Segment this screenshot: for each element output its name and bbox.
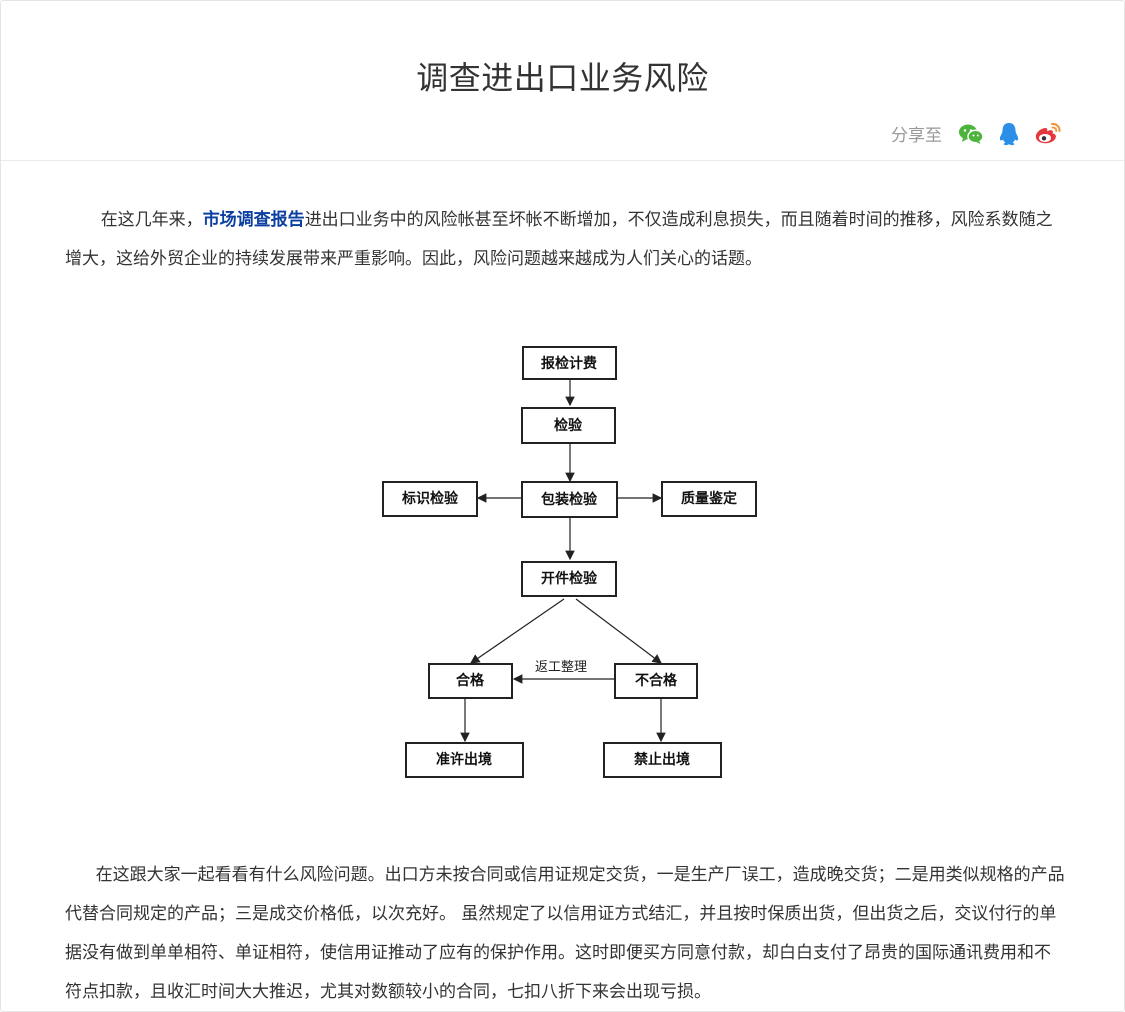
paragraph-risks: 在这跟大家一起看看有什么风险问题。出口方未按合同或信用证规定交货，一是生产厂误工…	[65, 865, 1065, 1002]
label-baojian: 报检计费	[541, 355, 597, 372]
node-hege	[428, 663, 513, 699]
node-kaijian	[521, 561, 617, 597]
label-jianyan: 检验	[554, 417, 583, 434]
label-kaijian: 开件检验	[541, 570, 598, 587]
label-zhiliang: 质量鉴定	[681, 490, 737, 507]
paragraph-intro: 在这几年来，市场调查报告进出口业务中的风险帐甚至坏帐不断增加，不仅造成利息损失，…	[65, 201, 1065, 279]
label-buhege: 不合格	[635, 672, 678, 689]
label-hege: 合格	[456, 672, 485, 689]
share-label: 分享至	[891, 126, 942, 146]
share-bar: 分享至	[891, 121, 1062, 146]
node-jinzhi	[603, 742, 722, 778]
label-zhunxu: 准许出境	[436, 751, 492, 768]
node-buhege	[614, 663, 698, 699]
label-jinzhi: 禁止出境	[634, 751, 690, 768]
node-baojian	[522, 346, 617, 380]
weibo-icon[interactable]	[1034, 122, 1062, 146]
label-rework: 返工整理	[535, 660, 587, 675]
article-title: 调查进出口业务风险	[416, 59, 709, 97]
node-zhunxu	[405, 742, 524, 778]
label-baozhuang: 包装检验	[541, 491, 598, 508]
paragraph-intro-before: 在这几年来，	[100, 210, 203, 230]
node-zhiliang	[661, 481, 757, 517]
wechat-icon[interactable]	[958, 123, 984, 145]
header-divider	[1, 160, 1124, 161]
node-baozhuang	[521, 481, 618, 518]
qq-icon[interactable]	[998, 122, 1020, 146]
paragraph-intro-after: 进出口业务中的风险帐甚至坏帐不断增加，不仅造成利息损失，而且随着时间的推移，风险…	[65, 210, 1053, 269]
inspection-flowchart: 报检计费 检验 标识检验 包装检验 质量鉴定 开件检验 合格 不合格 准许出境 …	[382, 346, 757, 778]
market-report-link[interactable]: 市场调查报告	[202, 210, 305, 230]
label-biaoshi: 标识检验	[401, 490, 459, 507]
node-biaoshi	[382, 481, 478, 517]
node-jianyan	[521, 407, 616, 444]
